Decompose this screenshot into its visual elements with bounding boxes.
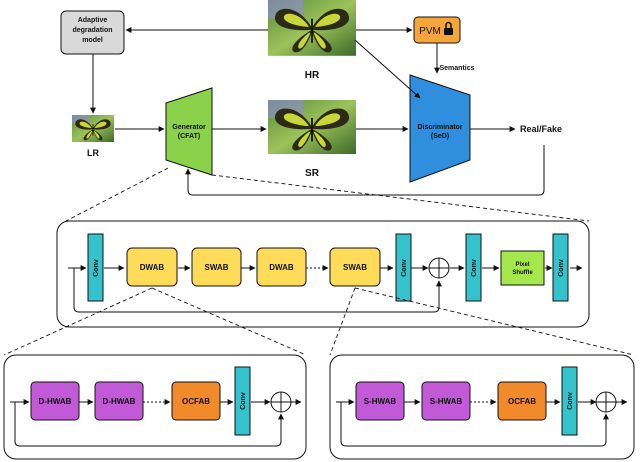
conv-block-right: Conv <box>561 366 578 436</box>
d-hwab-label: D-HWAB <box>39 397 72 406</box>
right-bottom-panel <box>329 354 635 460</box>
degradation-model-box: Adaptive degradation model <box>60 10 125 55</box>
lock-icon <box>444 21 453 35</box>
swab-label: SWAB <box>343 263 367 272</box>
conv-label: Conv <box>93 259 100 277</box>
s-hwab-label: S-HWAB <box>430 397 463 406</box>
conv-block-left: Conv <box>234 366 251 436</box>
pvm-label: PVM <box>419 26 441 37</box>
ocfab-label: OCFAB <box>182 397 210 406</box>
conv-label: Conv <box>401 259 408 277</box>
degradation-line-3: model <box>82 37 103 44</box>
ocfab-block-left: OCFAB <box>171 381 221 421</box>
conv-block-3: Conv <box>465 233 482 302</box>
sr-label: SR <box>305 168 320 179</box>
swab-label: SWAB <box>205 263 229 272</box>
sum-node-right <box>595 391 617 413</box>
d-hwab-label: D-HWAB <box>103 397 136 406</box>
degradation-line-2: degradation <box>72 27 112 34</box>
swab-block-2: SWAB <box>329 247 381 287</box>
hr-label: HR <box>305 70 320 81</box>
generator-block: Generator (CFAT) <box>165 87 213 176</box>
ocfab-block-right: OCFAB <box>497 381 547 421</box>
zoom-lines-bottom <box>3 287 635 356</box>
generator-line-2: (CFAT) <box>178 133 200 140</box>
pixel-shuffle-line-1: Pixel <box>515 262 529 268</box>
feedback-arrow <box>185 145 545 196</box>
swab-block-1: SWAB <box>191 247 242 287</box>
degradation-line-1: Adaptive <box>78 17 108 24</box>
conv-label: Conv <box>471 259 478 277</box>
hr-to-discriminator-arrow <box>354 39 421 99</box>
pixel-shuffle-block: Pixel Shuffle <box>500 250 545 286</box>
discriminator-block: Discriminator (SeD) <box>409 74 471 183</box>
d-hwab-block-2: D-HWAB <box>94 381 144 421</box>
zoom-lines-top <box>65 167 590 222</box>
top-connections <box>90 27 545 196</box>
semantics-label: Semantics <box>439 65 474 72</box>
discriminator-line-2: (SeD) <box>431 133 449 140</box>
lr-image <box>72 115 114 142</box>
discriminator-line-1: Discriminator <box>417 124 462 131</box>
pvm-box: PVM <box>413 16 461 44</box>
conv-block-1: Conv <box>87 233 104 302</box>
s-hwab-block-1: S-HWAB <box>355 381 405 421</box>
conv-label: Conv <box>558 259 565 277</box>
middle-connections <box>68 265 583 313</box>
s-hwab-block-2: S-HWAB <box>421 381 471 421</box>
middle-panel <box>56 220 590 328</box>
dwab-block-1: DWAB <box>126 247 178 287</box>
pixel-shuffle-line-2: Shuffle <box>512 270 533 276</box>
sum-node-left <box>270 391 292 413</box>
conv-block-2: Conv <box>395 233 412 302</box>
right-bottom-connections <box>336 399 609 447</box>
left-bottom-connections <box>10 399 284 447</box>
hr-image <box>268 0 356 56</box>
lr-label: LR <box>87 148 99 158</box>
generator-line-1: Generator <box>172 124 206 131</box>
dwab-block-2: DWAB <box>256 247 307 287</box>
dwab-label: DWAB <box>140 263 165 272</box>
sum-node-middle <box>428 257 450 279</box>
conv-block-4: Conv <box>552 233 569 302</box>
conv-label: Conv <box>240 392 247 410</box>
real-fake-label: Real/Fake <box>520 124 562 134</box>
conv-label: Conv <box>567 392 574 410</box>
left-bottom-panel <box>3 354 307 460</box>
ocfab-label: OCFAB <box>508 397 536 406</box>
sr-image <box>268 100 356 154</box>
s-hwab-label: S-HWAB <box>364 397 397 406</box>
dwab-label: DWAB <box>269 263 294 272</box>
d-hwab-block-1: D-HWAB <box>30 381 80 421</box>
